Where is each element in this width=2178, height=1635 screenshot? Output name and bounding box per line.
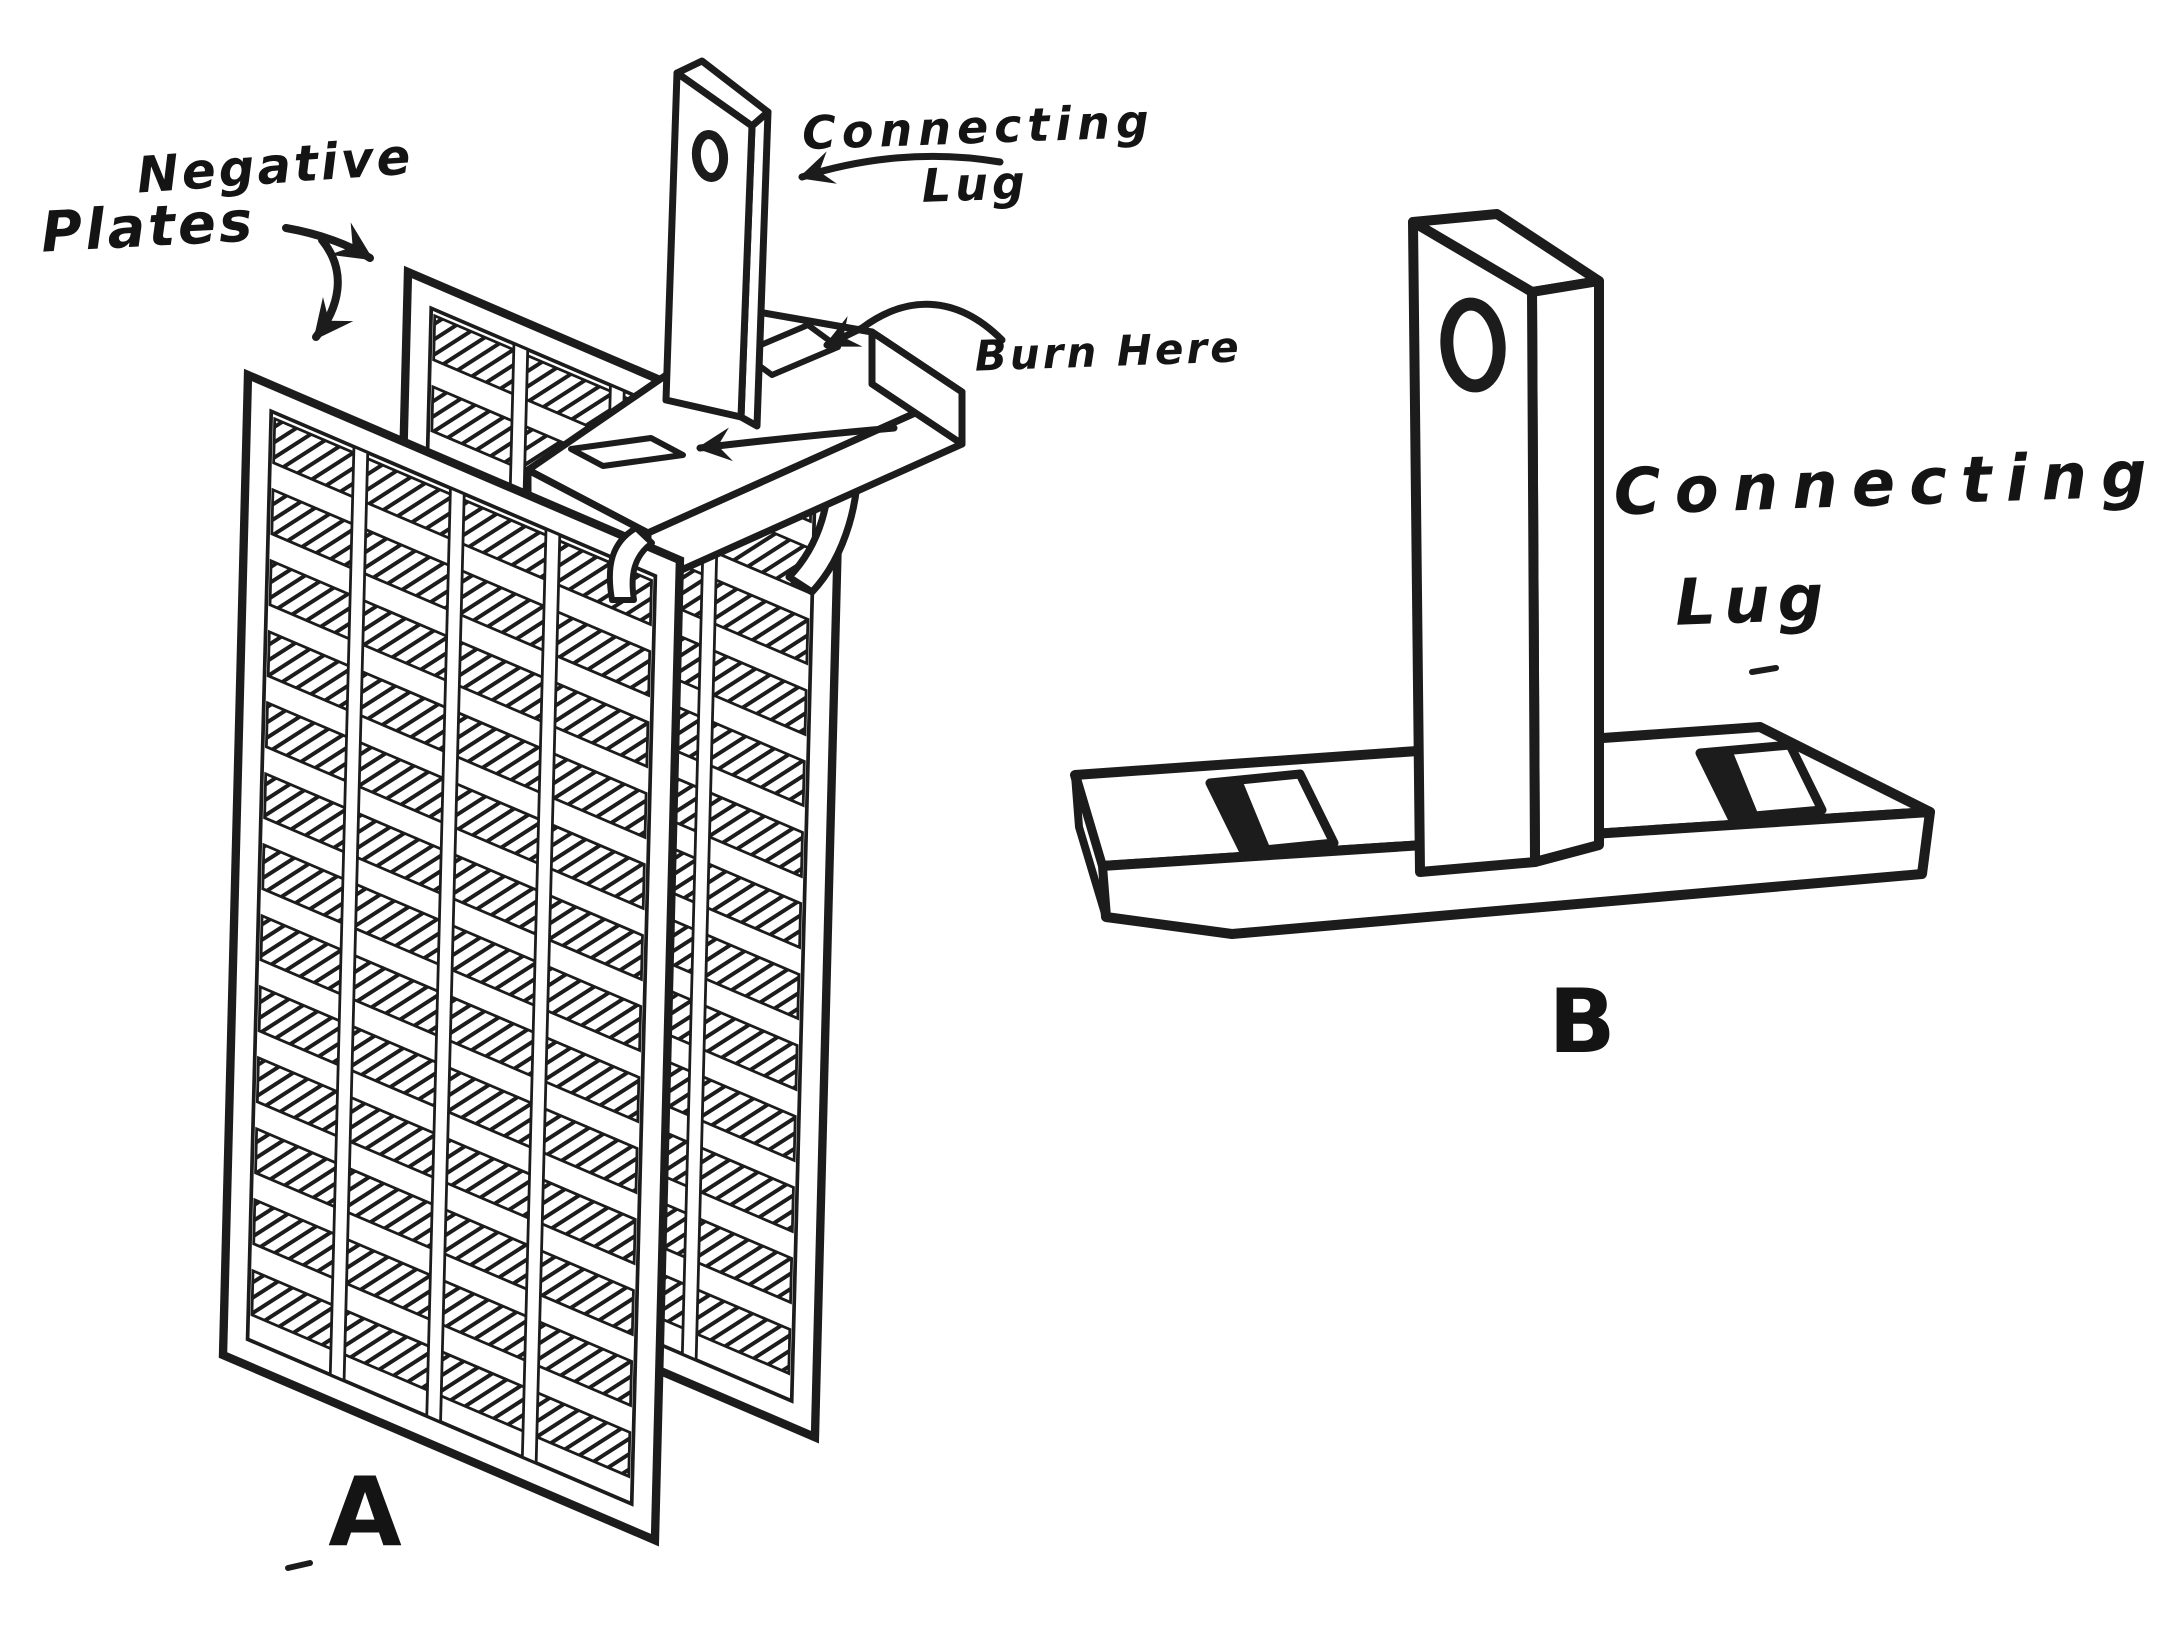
- arrow-to-back-plate: [282, 222, 374, 262]
- arrow-to-front-plate: [312, 236, 354, 341]
- arrow-burn-here-right-slot: [823, 300, 1006, 349]
- connecting-lug-a-label-line1: Connecting: [801, 94, 1155, 160]
- strap-right-end-face: [868, 328, 966, 448]
- lug-a-bolt-hole: [691, 130, 729, 182]
- figure-b-letter: B: [1548, 970, 1615, 1073]
- figure-a: Negative Plates Connecting Lug Burn Here…: [40, 57, 1243, 1571]
- connecting-lug-b-label-line1: Connecting: [1612, 437, 2162, 530]
- burn-here-label: Burn Here: [974, 322, 1243, 380]
- arrow-to-connecting-lug-a: [798, 151, 1004, 184]
- lug-b-front-face: [1408, 217, 1540, 877]
- figure-a-letter: A: [328, 1458, 402, 1568]
- connecting-lug-a-label-line2: Lug: [921, 155, 1030, 213]
- figure-b: Connecting Lug B: [1070, 209, 2162, 1073]
- slot-left-shadow: [1206, 777, 1271, 855]
- connecting-lug-b: [1408, 209, 1604, 877]
- lug-b-bolt-hole: [1440, 297, 1506, 393]
- arrow-burn-here-left-slot: [696, 424, 898, 462]
- stray-pen-mark-a: [285, 1560, 313, 1571]
- stray-pen-mark-b: [1749, 665, 1779, 675]
- negative-plate-front: [223, 375, 680, 1540]
- lug-a-front-face: [662, 69, 756, 421]
- base-left-end-face: [1071, 771, 1110, 921]
- negative-plates-label-line2: Plates: [40, 189, 257, 265]
- connecting-lug-b-label-line2: Lug: [1674, 561, 1833, 640]
- lug-b-side-face: [1527, 276, 1604, 867]
- strap-burn-slot-left: [568, 435, 686, 469]
- slot-right-shadow: [1696, 747, 1759, 821]
- connecting-lug-a: [662, 57, 772, 430]
- front-plate-lug-ear: [606, 525, 655, 603]
